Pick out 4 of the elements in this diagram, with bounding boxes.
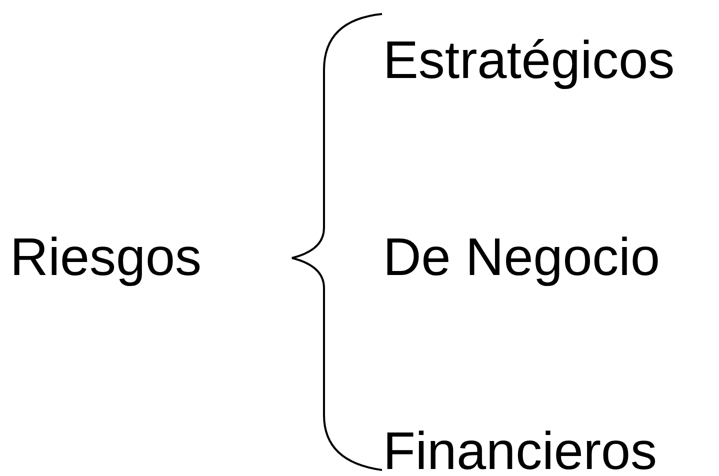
category-label: De Negocio (383, 231, 660, 284)
root-label: Riesgos (10, 231, 202, 284)
category-label: Financieros (383, 425, 657, 476)
category-label: Estratégicos (383, 34, 675, 87)
